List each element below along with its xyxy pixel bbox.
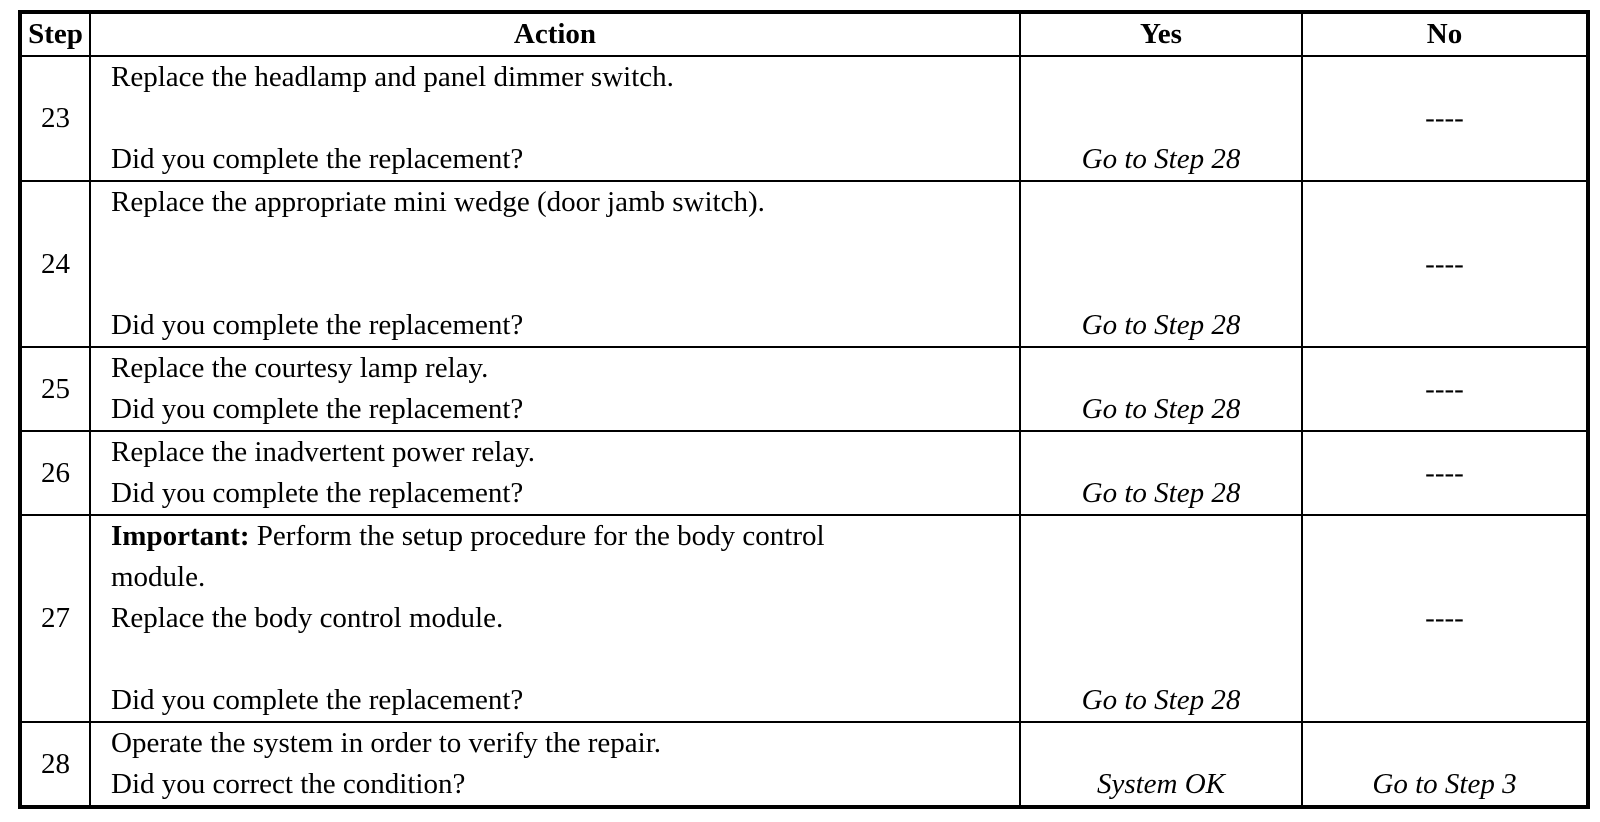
important-label: Important: bbox=[111, 520, 250, 552]
important-note: Important: Perform the setup procedure f… bbox=[111, 516, 1013, 557]
yes-result: System OK bbox=[1019, 721, 1303, 808]
action-cell: Replace the appropriate mini wedge (door… bbox=[89, 180, 1021, 348]
action-text: Replace the appropriate mini wedge (door… bbox=[111, 186, 765, 218]
table-row: 23 Replace the headlamp and panel dimmer… bbox=[19, 55, 1589, 182]
header-step: Step bbox=[19, 11, 91, 57]
table-row: 24 Replace the appropriate mini wedge (d… bbox=[19, 180, 1589, 348]
action-text: Replace the courtesy lamp relay. bbox=[111, 352, 489, 384]
yes-result: Go to Step 28 bbox=[1019, 430, 1303, 516]
no-result: ---- bbox=[1301, 346, 1589, 432]
step-number: 26 bbox=[19, 430, 91, 516]
table-row: 27 Important: Perform the setup procedur… bbox=[19, 514, 1589, 723]
action-question: Did you complete the replacement? bbox=[111, 393, 524, 425]
no-result: Go to Step 3 bbox=[1301, 721, 1589, 808]
no-result: ---- bbox=[1301, 180, 1589, 348]
yes-result: Go to Step 28 bbox=[1019, 514, 1303, 723]
no-result: ---- bbox=[1301, 430, 1589, 516]
header-yes: Yes bbox=[1019, 11, 1303, 57]
yes-result: Go to Step 28 bbox=[1019, 55, 1303, 182]
action-text: Replace the headlamp and panel dimmer sw… bbox=[111, 61, 674, 93]
action-question: Did you complete the replacement? bbox=[111, 309, 524, 341]
step-number: 25 bbox=[19, 346, 91, 432]
action-cell: Important: Perform the setup procedure f… bbox=[89, 514, 1021, 723]
no-result: ---- bbox=[1301, 55, 1589, 182]
action-text: Replace the body control module. bbox=[111, 602, 504, 634]
action-cell: Replace the inadvertent power relay. Did… bbox=[89, 430, 1021, 516]
action-text: Operate the system in order to verify th… bbox=[111, 727, 661, 759]
step-number: 24 bbox=[19, 180, 91, 348]
action-cell: Replace the headlamp and panel dimmer sw… bbox=[89, 55, 1021, 182]
step-number: 23 bbox=[19, 55, 91, 182]
header-row: Step Action Yes No bbox=[19, 11, 1589, 57]
important-text-cont: module. bbox=[111, 561, 206, 593]
yes-result: Go to Step 28 bbox=[1019, 180, 1303, 348]
step-number: 28 bbox=[19, 721, 91, 808]
table-row: 26 Replace the inadvertent power relay. … bbox=[19, 430, 1589, 516]
action-cell: Operate the system in order to verify th… bbox=[89, 721, 1021, 808]
action-text: Replace the inadvertent power relay. bbox=[111, 436, 536, 468]
diagnostic-table: Step Action Yes No 23 Replace the headla… bbox=[18, 10, 1590, 809]
step-number: 27 bbox=[19, 514, 91, 723]
yes-result: Go to Step 28 bbox=[1019, 346, 1303, 432]
important-text: Perform the setup procedure for the body… bbox=[249, 520, 825, 552]
no-result: ---- bbox=[1301, 514, 1589, 723]
table-row: 28 Operate the system in order to verify… bbox=[19, 721, 1589, 808]
action-question: Did you complete the replacement? bbox=[111, 684, 524, 716]
action-question: Did you complete the replacement? bbox=[111, 143, 524, 175]
header-no: No bbox=[1301, 11, 1589, 57]
action-question: Did you complete the replacement? bbox=[111, 477, 524, 509]
table-row: 25 Replace the courtesy lamp relay. Did … bbox=[19, 346, 1589, 432]
header-action: Action bbox=[89, 11, 1021, 57]
action-question: Did you correct the condition? bbox=[111, 768, 466, 800]
action-cell: Replace the courtesy lamp relay. Did you… bbox=[89, 346, 1021, 432]
